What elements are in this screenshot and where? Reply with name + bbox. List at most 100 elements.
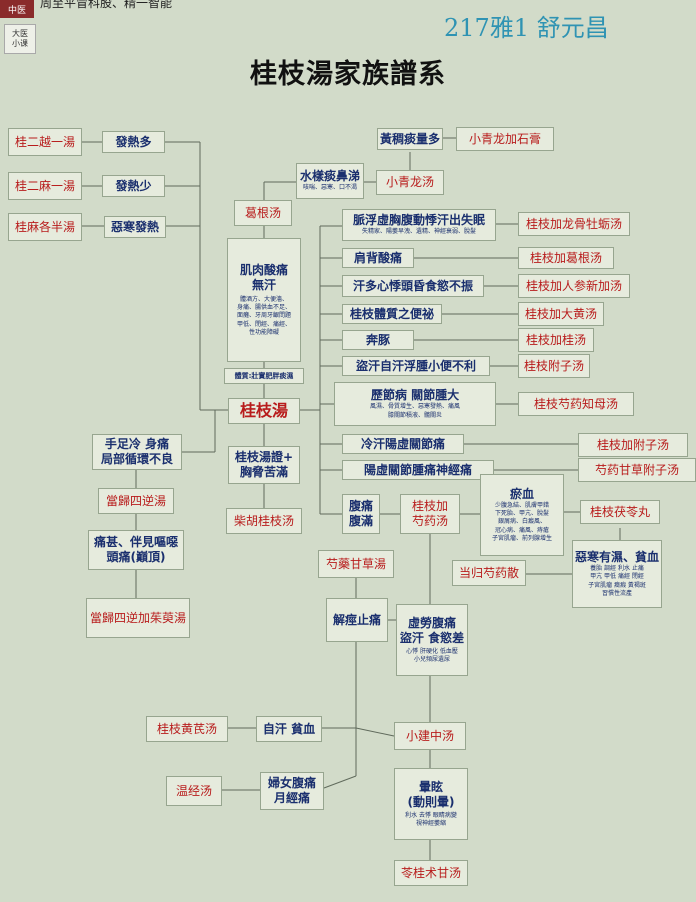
- node-shui-yang-tan-title: 水樣痰鼻涕: [299, 169, 360, 184]
- channel-logo-line1: 大医: [12, 29, 28, 39]
- node-xiao-jianzhong: 小建中汤: [394, 722, 466, 750]
- node-xu-lao-title2: 盜汗 食慾差: [399, 630, 465, 645]
- node-shaoyao-gancao-fuzi: 芍药甘草附子汤: [578, 458, 696, 482]
- node-ji-rou-sub: 體酒方、大便濇、: [239, 296, 288, 304]
- node-fuzi: 桂枝附子汤: [518, 354, 590, 378]
- node-fu-nu-title2: 月經痛: [273, 791, 310, 805]
- node-gui-zheng-title: 桂枝湯證+: [234, 450, 294, 464]
- node-ji-rou-title2: 無汗: [251, 278, 276, 293]
- node-li-jie-sub: 膝關節積液、髖關炎: [387, 411, 442, 419]
- node-ji-rou-sub: 性功能障礙: [248, 328, 279, 336]
- node-tong-shen-title2: 頭痛(巔頂): [106, 550, 166, 564]
- node-fa-re-shao: 發熱少: [102, 175, 165, 197]
- node-jia-shaoyao: 桂枝加 芍药汤: [400, 494, 460, 534]
- node-fu-man: 腹滿: [348, 514, 373, 528]
- node-xu-lao-title: 虛勞腹痛: [407, 615, 456, 630]
- node-huang-chou-tan: 黃稠痰量多: [377, 128, 443, 150]
- node-gui-er-ma-yi: 桂二麻一湯: [8, 172, 82, 200]
- node-danggui-sini-wuzhuyu: 當歸四逆加茱萸湯: [86, 598, 190, 638]
- node-dahuang: 桂枝加大黄汤: [518, 302, 604, 326]
- node-fu-tong: 腹痛: [348, 499, 373, 513]
- node-fuling-wan: 桂枝茯苓丸: [580, 500, 660, 524]
- node-ji-rou-title: 肌肉酸痛: [239, 263, 288, 278]
- node-yu-xue-sub: 冠心病、痛風、痔瘡: [494, 526, 549, 534]
- node-wu-han-sub: 子宮肌瘤 癥瘕 黃褐斑: [588, 581, 646, 589]
- top-caption: 周至平冒科股、精一智能: [40, 0, 173, 10]
- channel-logo-line2: 小课: [12, 39, 28, 48]
- node-mai-fu: 脈浮虛胸腹動悸汗出失眠 失精家、陽萎早洩、遺精、神經衰弱、脫髮: [342, 209, 496, 241]
- node-ben-tun: 奔豚: [342, 330, 414, 350]
- lecture-id: 217雅1 舒元昌: [444, 14, 609, 42]
- node-gui-zheng-title2: 胸脅苦滿: [239, 465, 288, 479]
- node-huangqi: 桂枝黄芪汤: [146, 716, 228, 742]
- node-yun-xuan-sub: 視神經萎縮: [415, 820, 446, 827]
- node-fa-re-duo: 發熱多: [102, 131, 165, 153]
- node-wen-jing: 温经汤: [166, 776, 222, 806]
- node-shui-yang-tan-sub: 咳喘、惡寒、口不渴: [302, 184, 357, 192]
- node-gui-zhi-tang: 桂枝湯: [228, 398, 300, 424]
- node-li-jie-sub: 風濕、骨質增生、惡寒發熱、痛風: [369, 403, 460, 411]
- node-jiagui: 桂枝加桂汤: [518, 328, 594, 352]
- node-zi-han: 自汗 貧血: [256, 716, 322, 742]
- node-yu-xue-sub: 銀屑病、白癜風、: [497, 518, 546, 526]
- node-yun-xuan: 暈眩 (動則暈) 利水 去悸 眼睛病變 視神經萎縮: [394, 768, 468, 840]
- node-yu-xue-sub: 下死胎、甲亢、脫髮: [494, 510, 549, 518]
- node-leng-han: 冷汗陽虛關節痛: [342, 434, 464, 454]
- node-ji-rou: 肌肉酸痛 無汗 體酒方、大便濇、 身痛、腸供血不足、 面癱、牙周牙齦問題 甲低、…: [227, 238, 301, 362]
- node-yu-xue: 瘀血 少腹急結、肌膚甲錯 下死胎、甲亢、脫髮 銀屑病、白癜風、 冠心病、痛風、痔…: [480, 474, 564, 556]
- node-dao-han: 盜汗自汗浮腫小便不利: [342, 356, 490, 376]
- node-fu-nu: 婦女腹痛 月經痛: [260, 772, 324, 810]
- node-li-jie-title: 歷節病 關節腫大: [370, 388, 460, 403]
- node-wu-han-sub: 甲亢 甲低 痛經 閉經: [590, 573, 644, 581]
- node-yu-xue-title: 瘀血: [509, 487, 534, 502]
- node-shou-zu-title: 手足冷 身痛: [104, 437, 170, 451]
- node-han-duo: 汗多心悸頭昏食慾不振: [342, 275, 484, 297]
- node-shaoyao-zhimu: 桂枝芍药知母汤: [518, 392, 634, 416]
- node-tizhi-bianmi: 桂枝體質之便祕: [342, 304, 442, 324]
- node-chaihu-gui: 柴胡桂枝汤: [226, 508, 302, 534]
- node-ji-rou-sub: 身痛、腸供血不足、: [236, 304, 291, 312]
- node-danggui-sini: 當歸四逆湯: [98, 488, 174, 514]
- node-ge-gen-tang: 葛根汤: [234, 200, 292, 226]
- page-title: 桂枝湯家族譜系: [250, 59, 446, 90]
- node-shui-yang-tan: 水樣痰鼻涕 咳喘、惡寒、口不渴: [296, 163, 364, 199]
- node-yun-xuan-sub: 利水 去悸 眼睛病變: [405, 811, 457, 819]
- node-tong-shen-title: 痛甚、伴見嘔噁: [93, 535, 178, 549]
- node-fu-nu-title: 婦女腹痛: [267, 776, 316, 790]
- node-renshen: 桂枝加人参新加汤: [518, 274, 630, 298]
- node-ji-rou-sub: 甲低、閉經、痛經、: [236, 320, 291, 328]
- node-mai-fu-sub: 失精家、陽萎早洩、遺精、神經衰弱、脫髮: [361, 228, 476, 236]
- node-yang-xu: 陽虛關節腫痛神經痛: [342, 460, 494, 480]
- node-yun-xuan-title: 暈眩: [418, 779, 443, 794]
- node-gui-zheng: 桂枝湯證+ 胸脅苦滿: [228, 446, 300, 484]
- node-gegen2: 桂枝加葛根汤: [518, 247, 614, 269]
- node-shaoyao-gancao: 芍藥甘草湯: [318, 550, 394, 578]
- node-jian-bei: 肩背酸痛: [342, 248, 414, 268]
- node-xu-lao-sub: 心悸 肝硬化 低血壓: [406, 647, 458, 655]
- node-jie-jing: 解痙止痛: [326, 598, 388, 642]
- node-xu-lao-sub: 小兒頻尿遺尿: [413, 656, 450, 663]
- node-ti-zhi: 體質:壯實肥胖痰濕: [224, 368, 304, 384]
- node-gui-er-yue-yi: 桂二越一湯: [8, 128, 82, 156]
- node-yu-xue-sub: 少腹急結、肌膚甲錯: [494, 502, 549, 510]
- node-wu-han-sub: 養胎 調經 利水 止痛: [590, 565, 644, 573]
- node-longgu-muli: 桂枝加龙骨牡蛎汤: [518, 212, 630, 236]
- node-jia-fuzi: 桂枝加附子汤: [578, 433, 688, 457]
- node-danggui-shaoyao: 当归芍药散: [452, 560, 526, 586]
- node-tong-shen: 痛甚、伴見嘔噁 頭痛(巔頂): [88, 530, 184, 570]
- node-wu-han-you-shi: 惡寒有濕、貧血 養胎 調經 利水 止痛 甲亢 甲低 痛經 閉經 子宮肌瘤 癥瘕 …: [572, 540, 662, 608]
- node-wu-han-sub: 習慣性流產: [601, 589, 632, 597]
- channel-logo: 大医 小课: [4, 24, 36, 54]
- node-shou-zu: 手足冷 身痛 局部循環不良: [92, 434, 182, 470]
- node-shou-zu-title2: 局部循環不良: [100, 452, 173, 466]
- node-mai-fu-title: 脈浮虛胸腹動悸汗出失眠: [352, 213, 485, 228]
- brand-logo: 中医: [0, 0, 34, 18]
- node-xiao-qinglong: 小青龙汤: [376, 170, 444, 195]
- node-li-jie: 歷節病 關節腫大 風濕、骨質增生、惡寒發熱、痛風 膝關節積液、髖關炎: [334, 382, 496, 426]
- node-wu-han-fa-re: 惡寒發熱: [104, 216, 166, 238]
- node-ji-rou-sub: 面癱、牙周牙齦問題: [236, 312, 291, 320]
- node-wu-han-title: 惡寒有濕、貧血: [574, 550, 659, 565]
- node-yu-xue-sub: 子宮肌瘤、前列腺增生: [491, 534, 552, 542]
- node-fu-tong-man: 腹痛 腹滿: [342, 494, 380, 534]
